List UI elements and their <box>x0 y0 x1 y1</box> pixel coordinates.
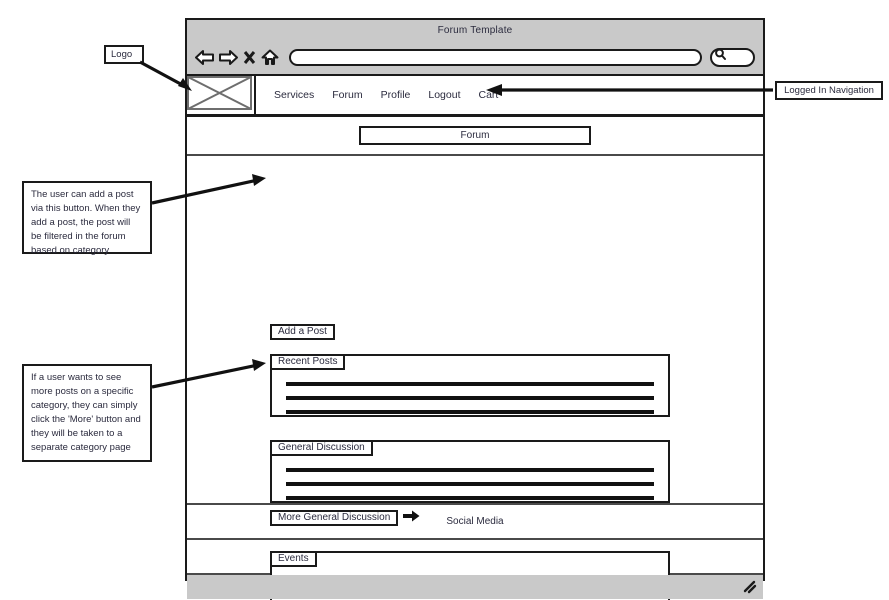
page-body: Add a Post Recent Posts General Discussi… <box>187 156 763 600</box>
nav-item-cart[interactable]: Cart <box>478 89 499 101</box>
browser-window: Forum Template <box>185 18 765 600</box>
panel-label-recent-posts: Recent Posts <box>270 354 346 370</box>
browser-toolbar <box>187 40 763 74</box>
more-general-discussion-group: More General Discussion <box>270 509 420 527</box>
window-title: Forum Template <box>437 25 513 36</box>
main-navigation: Services Forum Profile Logout Cart <box>256 76 763 114</box>
nav-item-logout[interactable]: Logout <box>428 89 461 101</box>
add-a-post-button[interactable]: Add a Post <box>270 324 335 340</box>
post-list-recent-posts <box>272 356 668 426</box>
browser-nav-icons <box>195 49 279 66</box>
callout-add-post: The user can add a post via this button.… <box>22 181 152 256</box>
panel-label-events: Events <box>270 551 317 567</box>
post-row[interactable] <box>286 410 654 414</box>
browser-status-bar <box>187 575 763 599</box>
callout-logo: Logo <box>104 45 144 64</box>
right-arrow-icon <box>403 509 420 527</box>
panel-label-general-discussion: General Discussion <box>270 440 373 456</box>
post-row[interactable] <box>286 382 654 386</box>
post-row[interactable] <box>286 496 654 500</box>
page-title-band: Forum <box>187 117 763 156</box>
post-row[interactable] <box>286 468 654 472</box>
panel-general-discussion: General Discussion <box>270 440 670 503</box>
browser-chrome: Forum Template <box>187 20 763 76</box>
search-box[interactable] <box>710 47 755 67</box>
more-general-discussion-button[interactable]: More General Discussion <box>270 510 399 526</box>
forward-arrow-icon[interactable] <box>219 49 238 66</box>
page-title: Forum <box>359 126 591 145</box>
site-header: Services Forum Profile Logout Cart <box>187 76 763 117</box>
home-icon[interactable] <box>261 49 279 66</box>
search-icon <box>712 48 727 66</box>
nav-item-forum[interactable]: Forum <box>332 89 363 101</box>
resize-grip-icon[interactable] <box>743 580 757 599</box>
nav-item-services[interactable]: Services <box>274 89 315 101</box>
address-bar[interactable] <box>289 48 702 66</box>
callout-logged-in-navigation: Logged In Navigation <box>775 81 883 100</box>
nav-item-profile[interactable]: Profile <box>380 89 411 101</box>
back-arrow-icon[interactable] <box>195 49 214 66</box>
post-row[interactable] <box>286 396 654 400</box>
stop-x-icon[interactable] <box>243 50 256 65</box>
panel-recent-posts: Recent Posts <box>270 354 670 417</box>
post-list-general-discussion <box>272 442 668 512</box>
post-row[interactable] <box>286 482 654 486</box>
logo-placeholder[interactable] <box>187 76 256 114</box>
callout-more-button: If a user wants to see more posts on a s… <box>22 364 152 462</box>
